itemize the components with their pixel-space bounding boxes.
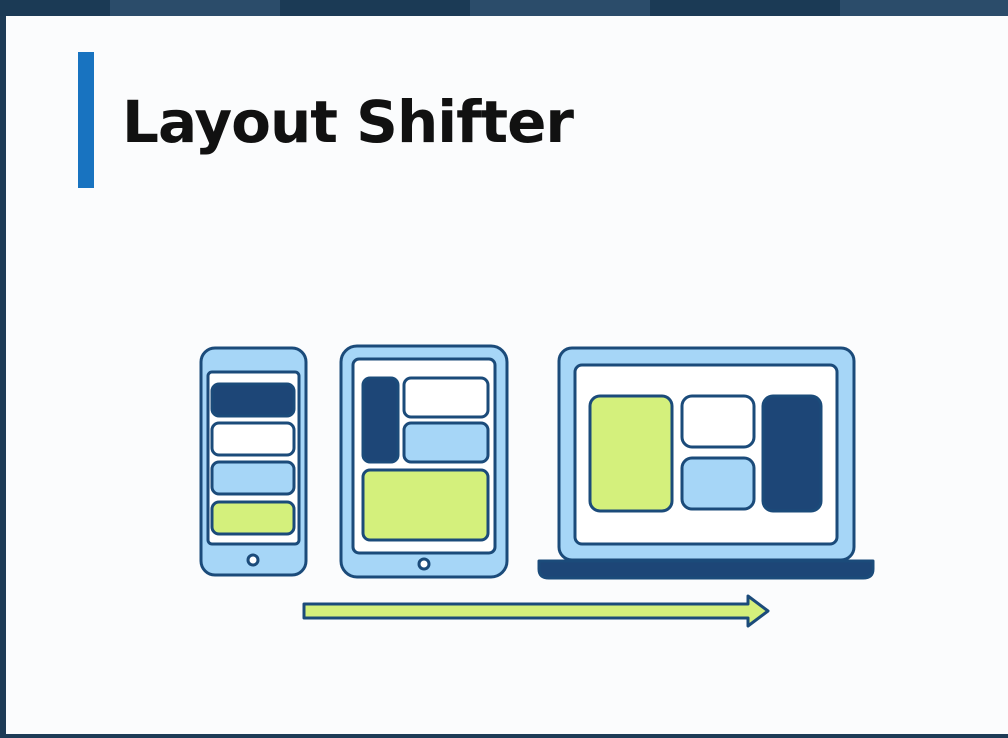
top-strip-segment	[840, 0, 1008, 16]
title-accent-bar	[78, 52, 94, 188]
tablet-device	[339, 344, 509, 579]
phone-block-green	[210, 500, 296, 536]
laptop-device	[537, 346, 875, 580]
tablet-block-dark	[361, 376, 400, 464]
laptop-block-light-blue	[680, 456, 756, 511]
responsive-layout-diagram	[199, 344, 875, 628]
top-strip-segment	[110, 0, 280, 16]
phone-block-dark	[210, 382, 296, 418]
top-strip-segment	[470, 0, 650, 16]
laptop-block-dark	[761, 394, 823, 513]
progression-arrow	[302, 594, 770, 628]
tablet-block-green	[361, 468, 490, 542]
slide-title: Layout Shifter	[122, 88, 574, 156]
phone-home-button	[246, 553, 260, 567]
tablet-home-button	[417, 557, 431, 571]
laptop-block-white	[680, 394, 756, 449]
laptop-base	[537, 559, 875, 580]
tablet-block-white	[402, 376, 490, 419]
tablet-block-light-blue	[402, 421, 490, 464]
slide: Layout Shifter	[6, 16, 1008, 734]
phone-device	[199, 346, 308, 577]
window-top-strip	[0, 0, 1008, 16]
laptop-block-green	[588, 394, 674, 513]
phone-block-light-blue	[210, 460, 296, 496]
phone-block-white	[210, 421, 296, 457]
